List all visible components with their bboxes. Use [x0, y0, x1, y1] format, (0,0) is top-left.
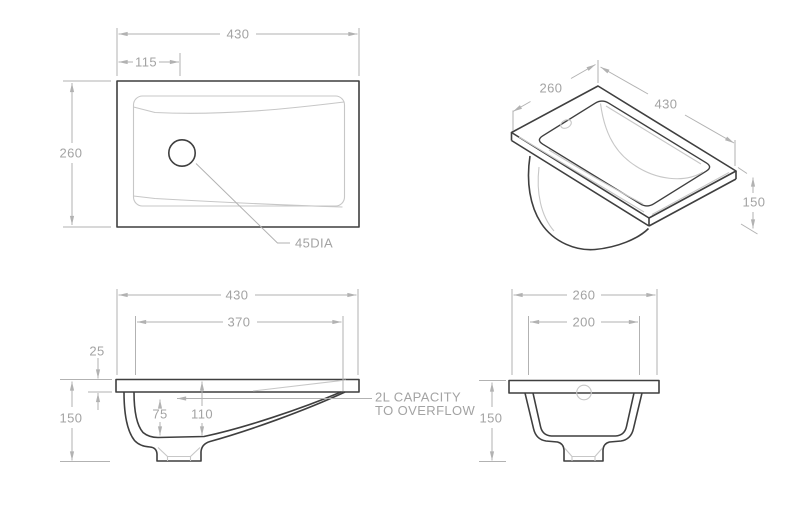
side-inner-width-label: 200: [573, 315, 596, 330]
front-capacity-note: 2L CAPACITY TO OVERFLOW: [177, 390, 476, 418]
front-bowl-inner-wall: [133, 391, 342, 439]
iso-width-label: 430: [655, 97, 678, 112]
plan-drain-offset-label: 115: [135, 55, 157, 70]
front-capacity-note-line2: TO OVERFLOW: [375, 403, 476, 418]
plan-basin-outline: [116, 80, 360, 228]
side-height-label: 150: [480, 411, 503, 426]
plan-drain-hole: [168, 139, 197, 168]
front-rim-thickness-dimension: 25: [60, 344, 112, 410]
iso-depth-label: 260: [540, 81, 563, 96]
front-inner-width-dimension: 370: [135, 315, 344, 391]
iso-bowl-slope-curve: [599, 103, 704, 180]
plan-drain-diameter-label: 45DIA: [295, 236, 333, 251]
side-bowl-outer-wall: [524, 392, 643, 462]
plan-depth-label: 260: [60, 146, 83, 161]
front-far-wall-line: [252, 379, 347, 392]
iso-drain-hole: [560, 119, 572, 129]
side-rim-slab: [508, 379, 660, 394]
front-drain-interior: [157, 447, 201, 461]
iso-rim-top-face: [510, 85, 737, 219]
iso-depth-dimension: 260: [512, 60, 599, 131]
plan-bowl-slope-bottom-line: [133, 195, 343, 208]
front-bowl-depth-label: 110: [191, 407, 213, 422]
iso-height-dimension: 150: [737, 167, 766, 235]
side-overflow-hole: [576, 384, 592, 401]
side-height-dimension: 150: [479, 380, 506, 462]
plan-drain-offset-dimension: 115: [118, 53, 181, 76]
front-height-dimension: 150: [60, 381, 110, 462]
front-bowl-outer-wall: [123, 391, 346, 462]
front-width-dimension: 430: [116, 288, 359, 375]
iso-rim-face-lines: [518, 136, 730, 215]
side-bowl-inner-wall: [532, 392, 635, 437]
plan-depth-dimension: 260: [60, 80, 111, 228]
plan-bowl-slope-top-line: [133, 101, 345, 114]
iso-bowl-far-wall-line: [605, 105, 702, 165]
front-bowl-depth-dimension: 110: [191, 381, 213, 436]
side-width-dimension: 260: [511, 288, 658, 375]
side-drain-interior: [564, 448, 603, 461]
iso-rim-slab-edges: [510, 132, 737, 227]
front-height-label: 150: [60, 411, 83, 426]
front-capacity-note-line1: 2L CAPACITY: [375, 390, 461, 405]
front-rim-slab: [115, 378, 360, 393]
iso-height-label: 150: [743, 195, 766, 210]
side-width-label: 260: [573, 288, 596, 303]
iso-width-dimension: 430: [600, 66, 736, 166]
isometric-view: 260 430 150: [510, 60, 766, 251]
plan-view: 430 115 260 45DIA: [60, 27, 360, 251]
front-inner-width-label: 370: [228, 315, 251, 330]
front-overflow-depth-label: 75: [152, 407, 167, 422]
front-section-view: 430 370 25 150 75: [60, 288, 476, 462]
iso-underbowl-inner-curve: [537, 166, 555, 232]
front-width-label: 430: [226, 288, 249, 303]
plan-drain-callout: 45DIA: [195, 163, 333, 251]
front-overflow-depth-dimension: 75: [152, 399, 167, 436]
side-inner-width-dimension: 200: [528, 315, 640, 375]
plan-width-label: 430: [227, 27, 250, 42]
iso-bowl-near-wall-line: [548, 149, 644, 205]
front-rim-thickness-label: 25: [89, 344, 104, 359]
iso-bowl-opening: [538, 100, 711, 207]
iso-underbowl-outline: [527, 155, 650, 251]
side-section-view: 260 200 150: [479, 288, 660, 462]
plan-width-dimension: 430: [116, 27, 360, 76]
